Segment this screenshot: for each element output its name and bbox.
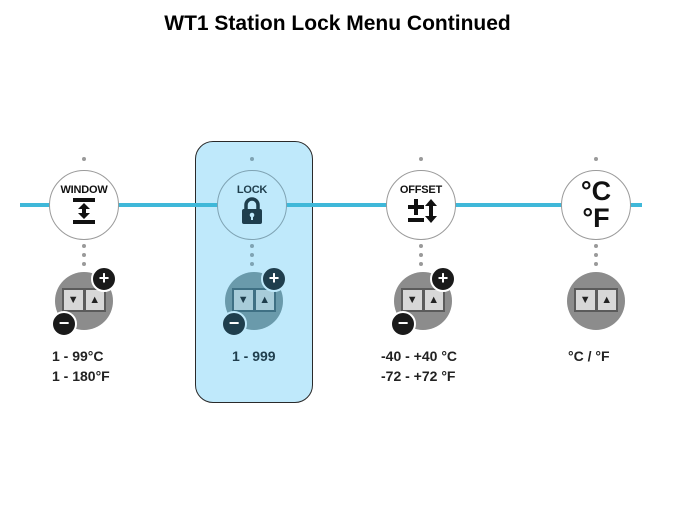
up-key[interactable]: ▲ — [255, 290, 274, 310]
window-range-fahrenheit: 1 - 180°F — [52, 368, 110, 384]
up-key[interactable]: ▲ — [597, 290, 616, 310]
offset-node: OFFSET — [386, 170, 456, 240]
connector-dot — [594, 262, 598, 266]
page-title: WT1 Station Lock Menu Continued — [164, 12, 511, 35]
connector-dot — [82, 253, 86, 257]
up-key[interactable]: ▲ — [424, 290, 443, 310]
padlock-icon — [242, 196, 262, 224]
offset-label: OFFSET — [399, 183, 443, 196]
minus-button[interactable]: − — [390, 311, 416, 337]
connector-dot — [594, 157, 598, 161]
connector-dot — [594, 244, 598, 248]
lock-range-value: 1 - 999 — [232, 348, 276, 364]
arrow-keypad: ▼ ▲ — [401, 288, 445, 312]
connector-dot — [419, 253, 423, 257]
fahrenheit-symbol: °F — [582, 203, 610, 233]
connector-dot — [419, 157, 423, 161]
down-key[interactable]: ▼ — [403, 290, 422, 310]
window-range: 1 - 99°C 1 - 180°F — [52, 346, 110, 386]
offset-range-fahrenheit: -72 - +72 °F — [381, 368, 456, 384]
minus-button[interactable]: − — [51, 311, 77, 337]
window-label: WINDOW — [60, 183, 108, 196]
connector-dot — [419, 244, 423, 248]
arrow-keypad: ▼ ▲ — [232, 288, 276, 312]
lock-label: LOCK — [236, 183, 268, 196]
lock-node: LOCK — [217, 170, 287, 240]
temperature-units-icon: °C °F — [581, 178, 611, 232]
plus-button[interactable]: + — [430, 266, 456, 292]
connector-dot — [82, 157, 86, 161]
units-range-value: °C / °F — [568, 348, 610, 364]
connector-dot — [250, 253, 254, 257]
offset-range-celsius: -40 - +40 °C — [381, 348, 458, 364]
window-node: WINDOW — [49, 170, 119, 240]
up-key[interactable]: ▲ — [85, 290, 104, 310]
window-height-arrow-icon — [73, 197, 95, 224]
connector-dot — [594, 253, 598, 257]
connector-dot — [250, 157, 254, 161]
down-key[interactable]: ▼ — [576, 290, 595, 310]
connector-dot — [82, 244, 86, 248]
plus-button[interactable]: + — [91, 266, 117, 292]
arrow-keypad: ▼ ▲ — [574, 288, 618, 312]
lock-range: 1 - 999 — [232, 346, 276, 366]
plus-button[interactable]: + — [261, 266, 287, 292]
lock-adjust-pad[interactable]: ▼ ▲ — [225, 272, 283, 330]
down-key[interactable]: ▼ — [234, 290, 253, 310]
window-range-celsius: 1 - 99°C — [52, 348, 104, 364]
arrow-keypad: ▼ ▲ — [62, 288, 106, 312]
connector-dot — [250, 244, 254, 248]
celsius-symbol: °C — [580, 176, 612, 206]
units-node: °C °F — [561, 170, 631, 240]
menu-timeline — [20, 203, 642, 207]
units-adjust-pad[interactable]: ▼ ▲ — [567, 272, 625, 330]
down-key[interactable]: ▼ — [64, 290, 83, 310]
connector-dot — [82, 262, 86, 266]
plus-minus-arrow-icon — [408, 198, 437, 223]
connector-dot — [250, 262, 254, 266]
units-range: °C / °F — [568, 346, 610, 366]
connector-dot — [419, 262, 423, 266]
minus-button[interactable]: − — [221, 311, 247, 337]
offset-range: -40 - +40 °C -72 - +72 °F — [381, 346, 457, 386]
